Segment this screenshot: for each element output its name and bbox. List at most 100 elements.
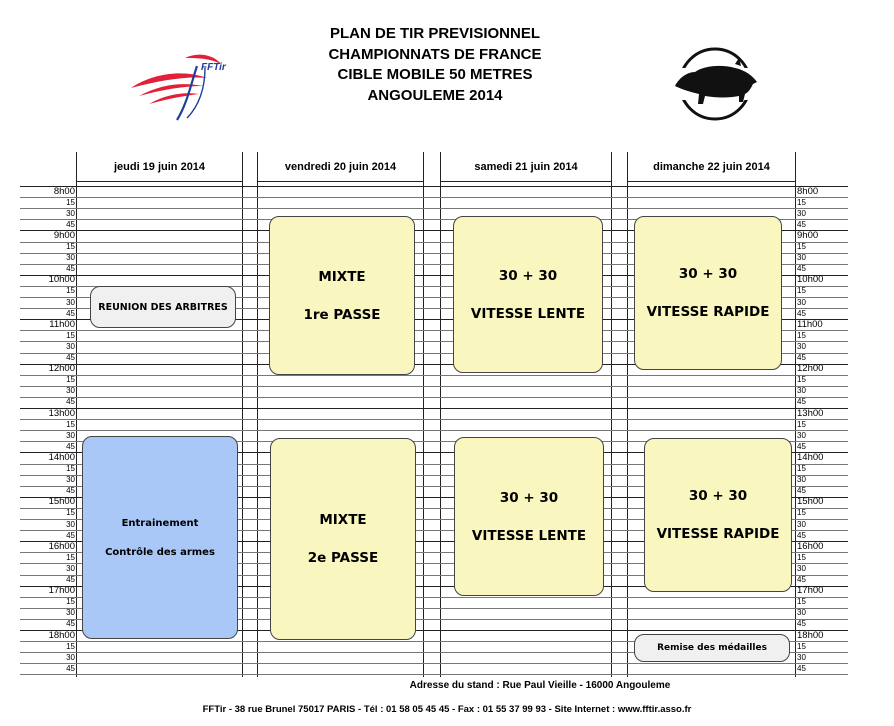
time-label-left: 16h00 (48, 540, 75, 552)
boar-target-icon (673, 47, 757, 121)
time-label-right: 30 (797, 297, 806, 307)
quarter-line (20, 385, 848, 387)
time-label-right: 8h00 (797, 185, 819, 197)
event-label: Remise des médailles (657, 643, 767, 653)
quarter-line (20, 341, 848, 343)
quarter-line (20, 663, 848, 665)
time-label-left: 45 (66, 219, 75, 229)
time-label-right: 15 (797, 597, 806, 607)
quarter-line (20, 241, 848, 243)
time-label-left: 30 (66, 253, 75, 263)
event-reunion-arbitres: REUNION DES ARBITRES (90, 286, 236, 328)
time-label-left: 15 (66, 419, 75, 429)
time-label-left: 30 (66, 519, 75, 529)
time-label-right: 11h00 (797, 318, 823, 330)
time-label-left: 15h00 (48, 496, 75, 508)
time-label-left: 12h00 (48, 363, 75, 375)
time-label-right: 16h00 (797, 540, 824, 552)
time-label-right: 30 (797, 563, 806, 573)
quarter-line (20, 607, 848, 609)
time-label-left: 9h00 (53, 229, 75, 241)
page-title: PLAN DE TIR PREVISIONNEL CHAMPIONNATS DE… (230, 24, 640, 106)
event-mixte-2e-passe: MIXTE 2e PASSE (270, 438, 416, 640)
time-label-right: 30 (797, 253, 806, 263)
quarter-line (20, 285, 848, 287)
time-label-left: 15 (66, 508, 75, 518)
quarter-line (20, 507, 848, 509)
quarter-line (20, 252, 848, 254)
time-label-left: 15 (66, 597, 75, 607)
time-label-right: 45 (797, 663, 806, 673)
day-header-samedi: samedi 21 juin 2014 (440, 152, 612, 182)
bottom-line (20, 674, 848, 676)
time-label-right: 15 (797, 330, 806, 340)
time-label-right: 15 (797, 242, 806, 251)
day-column-dimanche (627, 152, 796, 677)
time-label-right: 14h00 (797, 451, 824, 463)
day-column-samedi (440, 152, 612, 677)
time-label-right: 30 (797, 208, 806, 218)
time-label-left: 15 (66, 330, 75, 340)
time-label-right: 15 (797, 419, 806, 429)
quarter-line (20, 419, 848, 421)
quarter-line (20, 519, 848, 520)
day-header-vendredi: vendredi 20 juin 2014 (257, 152, 424, 182)
time-label-right: 45 (797, 353, 806, 362)
time-label-left: 30 (66, 563, 75, 573)
time-label-left: 45 (66, 663, 75, 673)
hour-line (20, 186, 848, 187)
quarter-line (20, 652, 848, 654)
quarter-line (20, 219, 848, 221)
time-label-left: 8h00 (53, 185, 75, 197)
time-label-left: 30 (66, 297, 75, 307)
time-label-left: 30 (66, 652, 75, 662)
time-label-left: 13h00 (48, 407, 75, 419)
federation-contact: FFTir - 38 rue Brunel 75017 PARIS - Tél … (202, 704, 692, 715)
time-label-left: 15 (66, 375, 75, 385)
quarter-line (20, 208, 848, 210)
time-label-left: 10h00 (48, 274, 75, 286)
time-label-left: 15 (66, 464, 75, 473)
quarter-line (20, 197, 848, 199)
event-label: REUNION DES ARBITRES (98, 301, 228, 313)
event-vitesse-rapide-pm: 30 + 30 VITESSE RAPIDE (644, 438, 792, 592)
time-label-left: 45 (66, 575, 75, 584)
time-label-right: 45 (797, 219, 806, 229)
time-label-right: 15 (797, 508, 806, 518)
time-label-right: 30 (797, 430, 806, 440)
time-label-left: 45 (66, 308, 75, 318)
time-label-right: 15h00 (797, 496, 824, 508)
hour-line (20, 541, 848, 543)
quarter-line (20, 374, 848, 376)
time-label-right: 13h00 (797, 407, 824, 419)
time-label-right: 15 (797, 464, 806, 473)
time-label-left: 45 (66, 264, 75, 274)
time-label-right: 15 (797, 286, 806, 296)
time-label-right: 15 (797, 375, 806, 385)
time-label-right: 30 (797, 652, 806, 662)
event-vitesse-rapide-am: 30 + 30 VITESSE RAPIDE (634, 216, 782, 370)
time-label-right: 45 (797, 397, 806, 407)
quarter-line (20, 463, 848, 465)
time-label-right: 10h00 (797, 274, 824, 286)
time-label-left: 30 (66, 608, 75, 618)
time-label-right: 15 (797, 641, 806, 651)
event-sublabel: VITESSE LENTE (470, 305, 586, 322)
time-label-right: 45 (797, 619, 806, 629)
event-label: MIXTE (319, 512, 367, 528)
event-label: 30 + 30 (688, 488, 748, 504)
title-line-3: CIBLE MOBILE 50 METRES (337, 66, 533, 83)
time-label-left: 45 (66, 397, 75, 407)
time-label-right: 45 (797, 308, 806, 318)
hour-line (20, 585, 848, 587)
title-line-1: PLAN DE TIR PREVISIONNEL (329, 25, 541, 42)
time-label-right: 45 (797, 441, 806, 451)
time-label-left: 15 (66, 552, 75, 562)
event-label: 30 + 30 (498, 267, 558, 284)
quarter-line (20, 485, 848, 487)
quarter-line (20, 596, 848, 598)
time-label-left: 17h00 (48, 585, 75, 597)
quarter-line (20, 297, 848, 298)
day-column-vendredi (257, 152, 424, 677)
hour-line (20, 408, 848, 409)
